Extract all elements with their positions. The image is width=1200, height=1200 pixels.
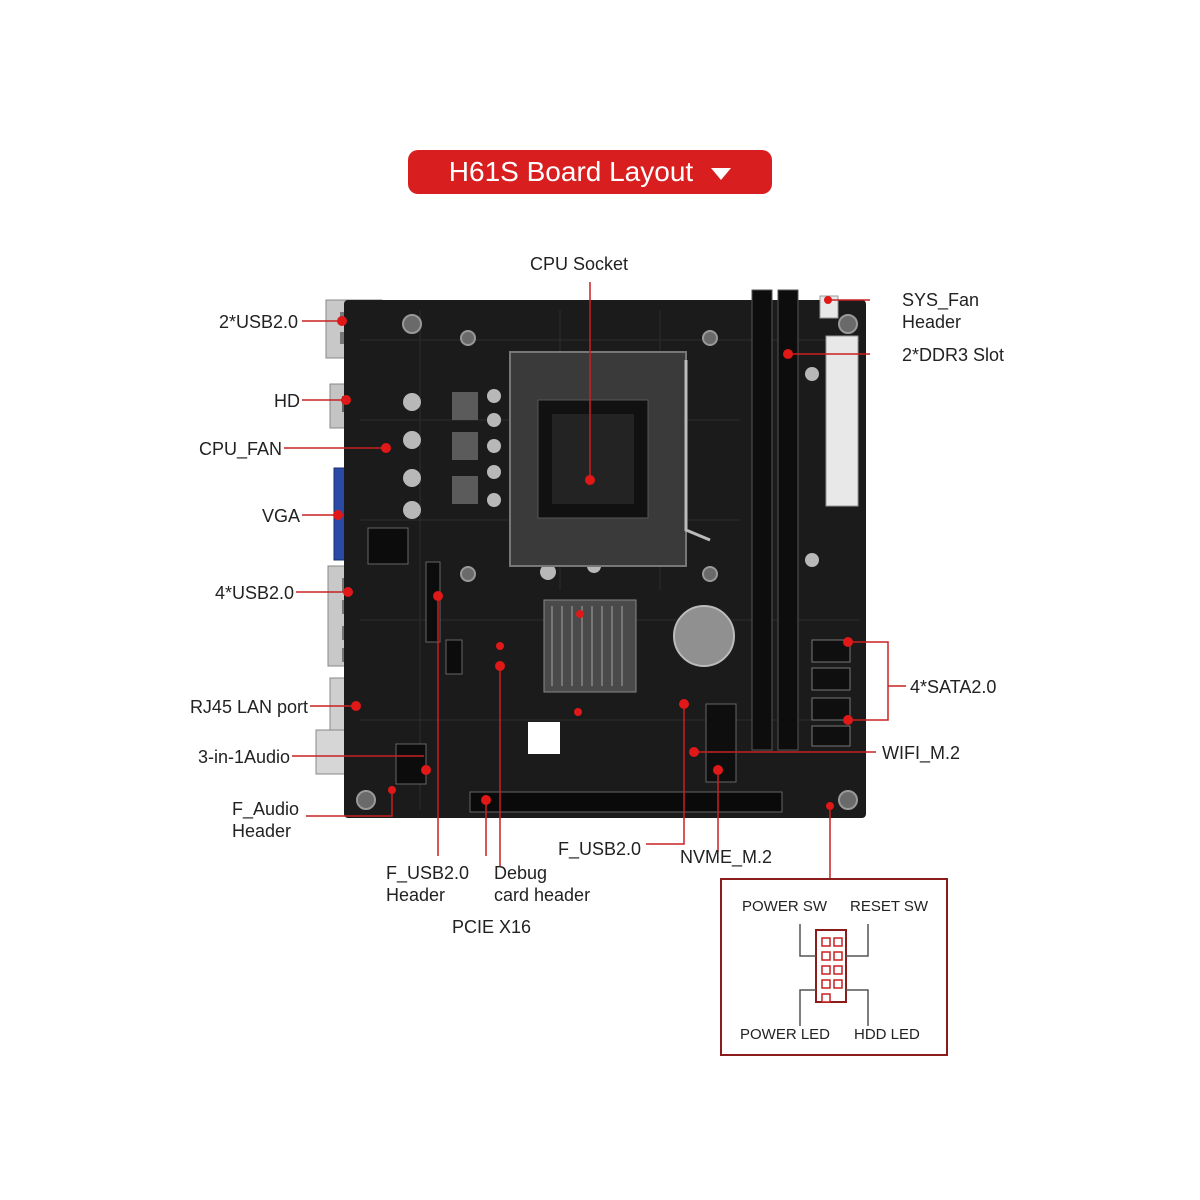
label-hd: HD xyxy=(274,391,300,411)
label-f-usb: F_USB2.0 xyxy=(558,839,642,859)
atx-power xyxy=(825,335,859,507)
label-nvme: NVME_M.2 xyxy=(680,847,773,867)
label-f-usb-header: F_USB2.0 Header xyxy=(386,862,469,906)
pcie-slot xyxy=(469,791,783,813)
label-rj45: RJ45 LAN port xyxy=(189,697,308,717)
label-f-audio-line2: Header xyxy=(232,821,292,841)
label-power-led: POWER LED xyxy=(740,1026,831,1043)
sata-ports xyxy=(811,639,851,747)
caret-down-icon xyxy=(711,168,732,180)
cpu-socket xyxy=(509,351,711,567)
callout-dots xyxy=(333,296,853,810)
label-pcie: PCIE X16 xyxy=(452,917,532,937)
board-title: H61S Board Layout xyxy=(448,156,694,187)
label-reset-sw: RESET SW xyxy=(850,898,929,915)
label-usb-rear-top: 2*USB2.0 xyxy=(218,312,298,332)
label-wifi: WIFI_M.2 xyxy=(882,743,961,763)
label-ddr3-slot: 2*DDR3 Slot xyxy=(902,345,1005,365)
label-debug-line1: Debug xyxy=(494,863,548,883)
vrm xyxy=(403,358,819,580)
ddr3-slots xyxy=(751,289,799,751)
label-sys-fan-line1: SYS_Fan xyxy=(902,290,980,310)
chipset-heatsink xyxy=(543,599,637,693)
label-sys-fan-line2: Header xyxy=(902,312,962,332)
label-sata: 4*SATA2.0 xyxy=(910,677,997,697)
label-f-usb-header-line1: F_USB2.0 xyxy=(386,863,470,883)
label-f-usb-header-line2: Header xyxy=(386,885,446,905)
mounting-holes xyxy=(356,314,858,810)
label-debug: Debug card header xyxy=(494,862,590,906)
cmos-battery xyxy=(673,605,735,667)
label-vga: VGA xyxy=(261,506,300,526)
front-panel-pins xyxy=(799,924,869,1026)
label-f-audio-line1: F_Audio xyxy=(232,799,300,819)
label-audio: 3-in-1Audio xyxy=(197,747,290,767)
label-cpu-fan: CPU_FAN xyxy=(198,439,282,459)
label-power-sw: POWER SW xyxy=(742,898,827,915)
label-debug-line2: card header xyxy=(494,885,591,905)
leader-lines xyxy=(284,282,906,878)
label-f-audio: F_Audio Header xyxy=(232,798,299,842)
label-hdd-led: HDD LED xyxy=(854,1026,920,1043)
title-banner: H61S Board Layout xyxy=(408,150,772,194)
front-panel-box xyxy=(720,878,948,1056)
label-sys-fan: SYS_Fan Header xyxy=(902,289,979,333)
label-cpu-socket: CPU Socket xyxy=(530,254,629,274)
label-usb-rear-4: 4*USB2.0 xyxy=(214,583,294,603)
